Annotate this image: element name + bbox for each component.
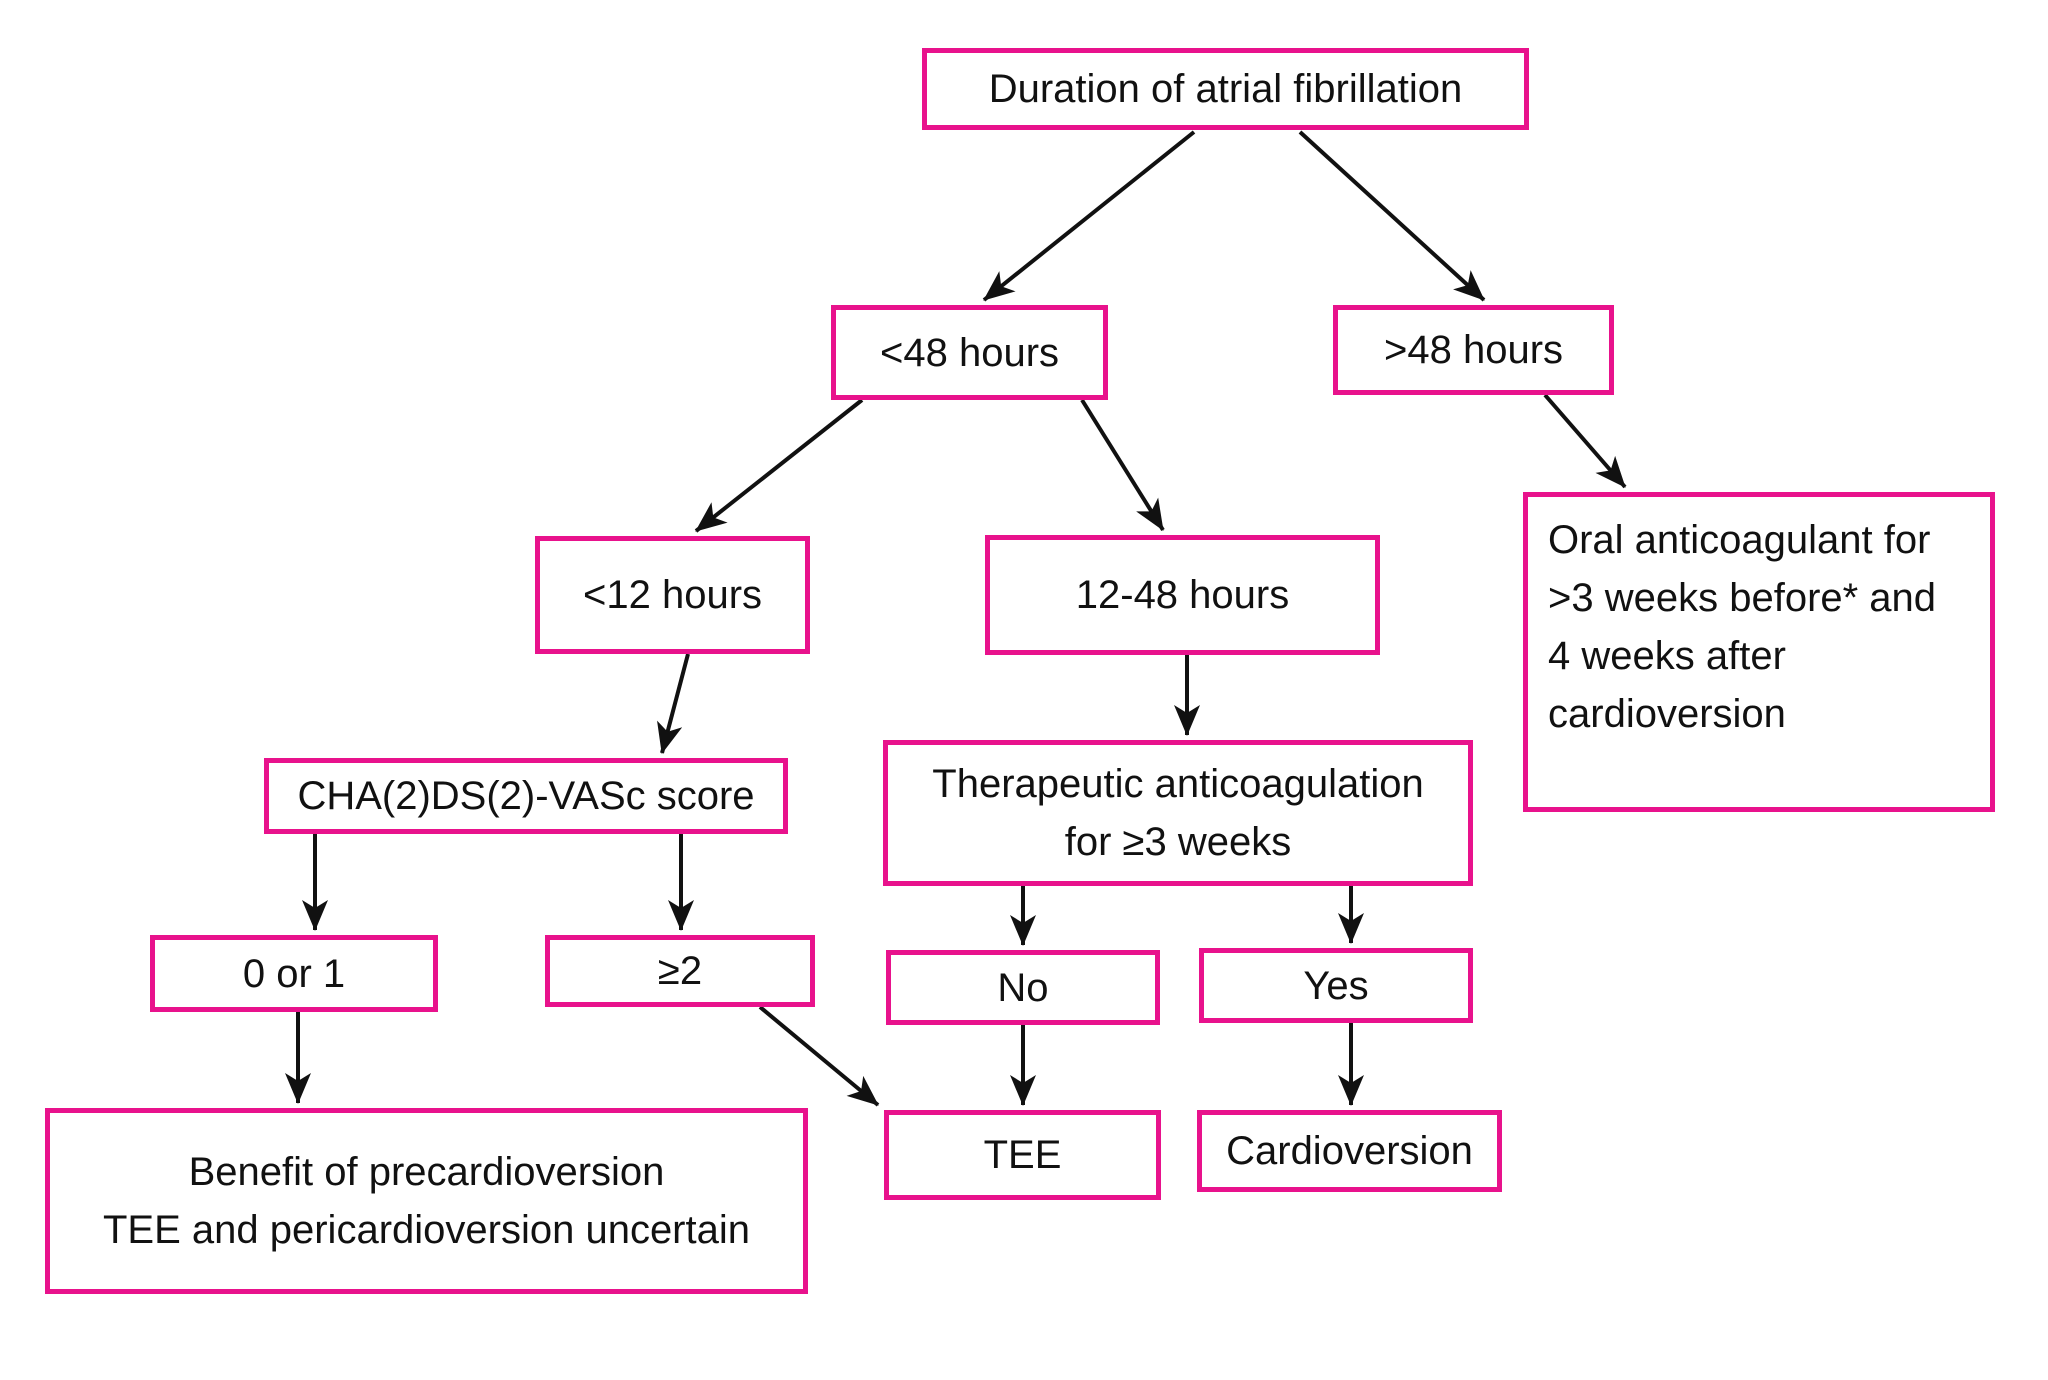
edge-lt48-to-lt12 (694, 398, 864, 533)
node-score-2-or-more: ≥2 (545, 935, 815, 1007)
node-no: No (886, 950, 1160, 1025)
edge-lt48-to-h12to48 (1080, 398, 1165, 532)
node-less-than-12-hours: <12 hours (535, 536, 810, 654)
node-yes: Yes (1199, 948, 1473, 1023)
node-less-than-48-hours: <48 hours (831, 305, 1108, 400)
node-more-than-48-hours: >48 hours (1333, 305, 1614, 395)
edge-duration-to-lt48 (982, 130, 1196, 302)
node-benefit-uncertain: Benefit of precardioversion TEE and peri… (45, 1108, 808, 1294)
node-cha2ds2-vasc-score: CHA(2)DS(2)-VASc score (264, 758, 788, 834)
edge-duration-to-gt48 (1298, 130, 1486, 302)
node-duration-of-atrial-fibrillation: Duration of atrial fibrillation (922, 48, 1529, 130)
node-oral-anticoagulant: Oral anticoagulant for >3 weeks before* … (1523, 492, 1995, 812)
node-12-to-48-hours: 12-48 hours (985, 535, 1380, 655)
node-therapeutic-anticoagulation: Therapeutic anticoagulation for ≥3 weeks (883, 740, 1473, 886)
node-tee: TEE (884, 1110, 1161, 1200)
node-score-0-or-1: 0 or 1 (150, 935, 438, 1012)
edge-gt48-to-oral (1543, 393, 1627, 489)
node-cardioversion: Cardioversion (1197, 1110, 1502, 1192)
edge-lt12-to-cha (657, 653, 690, 754)
edge-ge2-to-tee (758, 1005, 880, 1107)
